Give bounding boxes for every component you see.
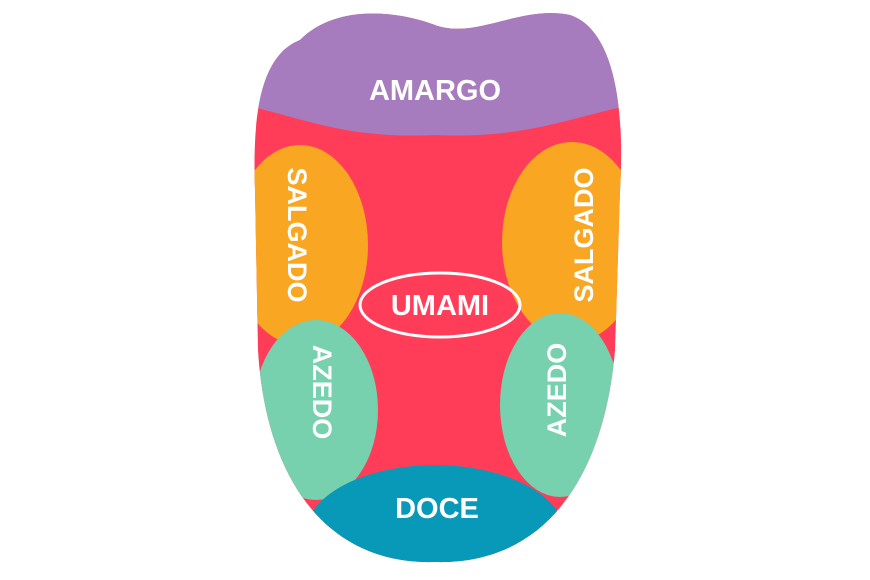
sour-zone-right: [500, 313, 620, 497]
salty-zone-right: [502, 142, 622, 342]
sweet-label: DOCE: [395, 493, 479, 525]
umami-outline: [358, 271, 522, 339]
salty-label-left: SALGADO: [282, 168, 312, 303]
salty-label-right: SALGADO: [569, 168, 599, 303]
sour-label-right: AZEDO: [542, 343, 572, 438]
umami-label: UMAMI: [391, 290, 489, 322]
sweet-zone: [305, 465, 565, 563]
salty-zone-left: [254, 145, 368, 345]
sour-label-left: AZEDO: [307, 345, 337, 440]
bitter-zone: [254, 13, 622, 136]
bitter-label: AMARGO: [369, 75, 501, 107]
sour-zone-left: [254, 320, 378, 500]
